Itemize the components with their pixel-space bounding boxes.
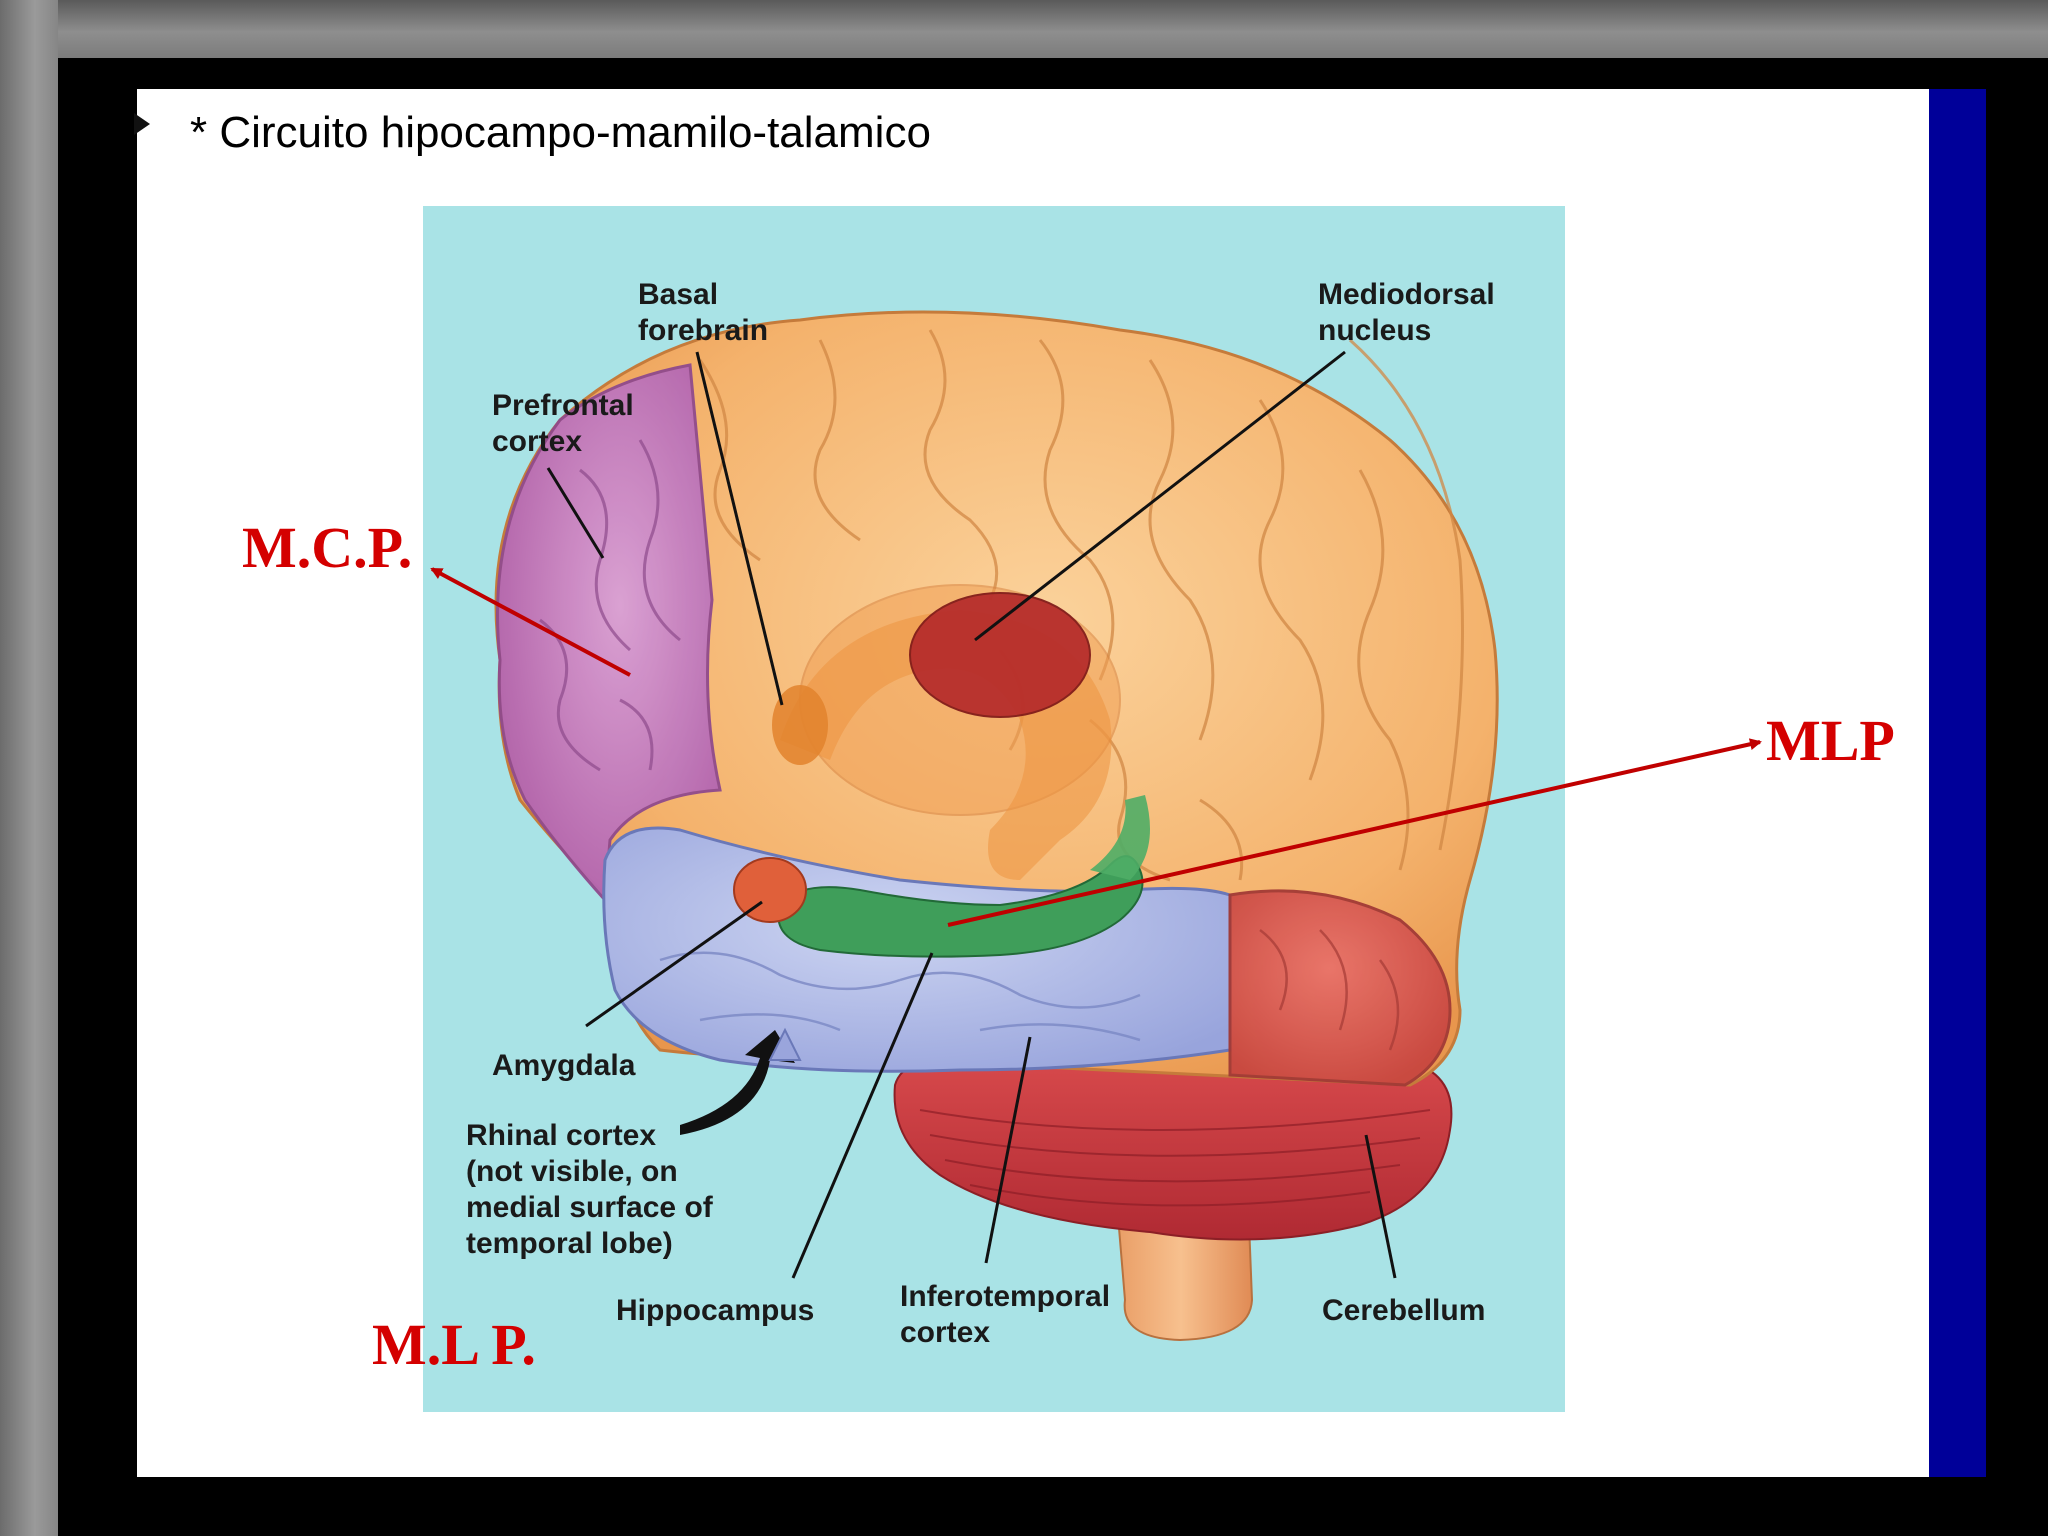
- rhinal-cortex-indicator: [768, 1027, 802, 1061]
- arrow-mlp: [947, 738, 1762, 927]
- label-mediodorsal-nucleus: Mediodorsal nucleus: [1318, 278, 1503, 347]
- bullet-arrow-icon: [134, 113, 150, 135]
- label-rhinal-line2: (not visible, on: [466, 1155, 678, 1188]
- occipital-folds: [1259, 929, 1400, 1051]
- slide-side-bar: [1929, 89, 1986, 1477]
- label-hippocampus: Hippocampus: [616, 1294, 814, 1327]
- label-basal-forebrain: Basal forebrain: [638, 278, 768, 347]
- rhinal-cortex-pointer: [680, 1030, 795, 1135]
- label-inferotemporal-line1: Inferotemporal: [900, 1280, 1110, 1313]
- label-amygdala: Amygdala: [492, 1049, 636, 1082]
- temporal-folds: [659, 951, 1141, 1042]
- leader-cerebellum: [1364, 1134, 1397, 1279]
- slide-title: * Circuito hipocampo-mamilo-talamico: [190, 108, 931, 157]
- amygdala-region: [733, 857, 807, 923]
- label-rhinal-line4: temporal lobe): [466, 1227, 673, 1260]
- label-rhinal-line1: Rhinal cortex: [466, 1119, 656, 1152]
- leader-amygdala: [585, 900, 763, 1028]
- label-cerebellum: Cerebellum: [1322, 1294, 1485, 1327]
- label-prefrontal-line1: Prefrontal: [492, 389, 634, 422]
- label-inferotemporal-line2: cortex: [900, 1316, 990, 1349]
- cerebellum-folia: [919, 1109, 1431, 1207]
- arrow-mcp: [430, 567, 631, 677]
- annotation-mlp-bottom: M.L P.: [372, 1312, 536, 1377]
- leader-mediodorsal: [974, 350, 1346, 642]
- label-basal-forebrain-line2: forebrain: [638, 314, 768, 347]
- leader-prefrontal: [546, 467, 605, 559]
- label-mediodorsal-line2: nucleus: [1318, 314, 1431, 347]
- label-basal-forebrain-line1: Basal: [638, 278, 718, 311]
- prefrontal-folds: [539, 439, 681, 772]
- label-cerebellum-line1: Cerebellum: [1322, 1294, 1485, 1327]
- hippocampus-tail: [1090, 795, 1150, 880]
- leader-inferotemporal: [984, 1036, 1032, 1264]
- label-mediodorsal-line1: Mediodorsal: [1318, 278, 1495, 311]
- label-rhinal-line3: medial surface of: [466, 1191, 714, 1224]
- leader-basal-forebrain: [695, 351, 784, 706]
- label-rhinal-cortex: Rhinal cortex (not visible, on medial su…: [466, 1119, 721, 1260]
- basal-forebrain-region: [772, 685, 828, 765]
- leader-hippocampus: [791, 952, 934, 1279]
- window-frame-left: [0, 0, 58, 1536]
- label-prefrontal-cortex: Prefrontal cortex: [492, 389, 642, 458]
- label-inferotemporal-cortex: Inferotemporal cortex: [900, 1280, 1118, 1349]
- leader-lines: [546, 350, 1397, 1279]
- annotation-mcp: M.C.P.: [242, 515, 412, 580]
- mediodorsal-nucleus-region: [909, 592, 1091, 718]
- window-frame-top: [0, 0, 2048, 58]
- annotation-mlp: MLP: [1766, 708, 1895, 773]
- label-hippocampus-line1: Hippocampus: [616, 1294, 814, 1327]
- label-amygdala-line1: Amygdala: [492, 1049, 636, 1082]
- hippocampus-region: [777, 855, 1144, 958]
- label-prefrontal-line2: cortex: [492, 425, 582, 458]
